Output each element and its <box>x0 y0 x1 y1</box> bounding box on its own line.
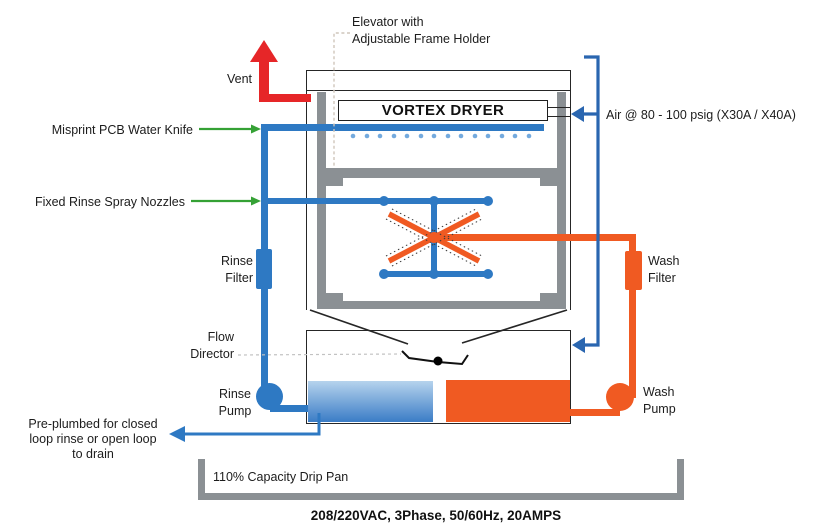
flow-director-label: Flow Director <box>176 329 234 362</box>
rinse-filter-body <box>256 249 272 289</box>
rinse-pipe-upper <box>261 124 268 250</box>
bottom-step-right <box>540 293 557 301</box>
wash-filter-label-line2: Filter <box>648 271 676 285</box>
rinse-pipe-lower <box>261 288 268 400</box>
spray-nozzles-label: Fixed Rinse Spray Nozzles <box>34 195 185 209</box>
drip-pan-right <box>677 459 684 500</box>
flow-director-label-line2: Director <box>190 346 234 361</box>
water-knife-arrow <box>199 124 261 134</box>
air-supply-line <box>571 55 600 353</box>
wash-pump-body <box>606 383 634 411</box>
vent-pipe-vertical <box>259 58 269 102</box>
elevator-label-line1: Elevator with <box>352 15 424 29</box>
wash-filter-label-line1: Wash <box>648 254 680 268</box>
elevator-label: Elevator with Adjustable Frame Holder <box>352 14 490 48</box>
wash-tank <box>446 380 570 422</box>
wash-pump-pipe <box>570 409 620 416</box>
flow-director-label-line1: Flow <box>207 330 234 344</box>
chamber-bottom-bar <box>317 301 565 309</box>
water-knife-pipe <box>263 124 544 131</box>
wash-pump-label: Wash Pump <box>643 384 676 418</box>
chamber-wall-right <box>557 92 566 309</box>
wash-filter-body <box>625 251 642 290</box>
drain-note-line1: Pre-plumbed for closed <box>28 417 158 431</box>
vent-label: Vent <box>226 72 252 86</box>
spray-bar-bottom <box>384 271 488 277</box>
drip-pan-left <box>198 459 205 500</box>
vortex-dryer-box: VORTEX DRYER <box>338 100 548 121</box>
rinse-filter-label: Rinse Filter <box>195 253 253 287</box>
dryer-air-connector <box>548 107 571 117</box>
rinse-filter-label-line2: Filter <box>225 271 253 285</box>
bottom-step-left <box>326 293 343 301</box>
drain-note-label: Pre-plumbed for closed loop rinse or ope… <box>8 417 178 461</box>
air-sump-arrowhead-icon <box>572 337 585 353</box>
water-knife-label: Misprint PCB Water Knife <box>51 123 193 137</box>
spray-nozzles-arrow <box>191 196 261 206</box>
drain-note-line3: to drain <box>72 446 114 461</box>
chamber-divider-bar <box>317 168 565 178</box>
drip-pan-label: 110% Capacity Drip Pan <box>213 470 349 484</box>
divider-step-left <box>326 178 343 186</box>
wash-pipe-horizontal <box>434 234 636 241</box>
rinse-pump-pipe <box>270 405 308 412</box>
air-supply-label: Air @ 80 - 100 psig (X30A / X40A) <box>606 108 796 122</box>
drip-pan-bottom <box>198 493 684 500</box>
wash-pump-label-line1: Wash <box>643 385 675 399</box>
rinse-pump-label-line1: Rinse <box>219 387 251 401</box>
drain-note-line2: loop rinse or open loop <box>29 431 157 446</box>
power-spec-label: 208/220VAC, 3Phase, 50/60Hz, 20AMPS <box>310 508 562 523</box>
rinse-tank <box>308 381 433 422</box>
air-dryer-arrowhead-icon <box>571 106 584 122</box>
rinse-pump-label-line2: Pump <box>218 404 252 418</box>
cabinet-outline <box>306 70 571 310</box>
divider-step-right <box>540 178 557 186</box>
cabinet-lid-line <box>306 90 571 91</box>
vortex-dryer-label: VORTEX DRYER <box>381 102 505 119</box>
rinse-filter-label-line1: Rinse <box>221 254 253 268</box>
vent-pipe-horizontal <box>259 94 311 102</box>
spray-bar-top <box>263 198 490 204</box>
elevator-label-line2: Adjustable Frame Holder <box>352 32 491 46</box>
rinse-pump-label: Rinse Pump <box>205 386 265 420</box>
wash-pipe-vertical <box>629 237 636 398</box>
wash-pump-label-line2: Pump <box>643 402 676 416</box>
wash-filter-label: Wash Filter <box>648 253 680 287</box>
